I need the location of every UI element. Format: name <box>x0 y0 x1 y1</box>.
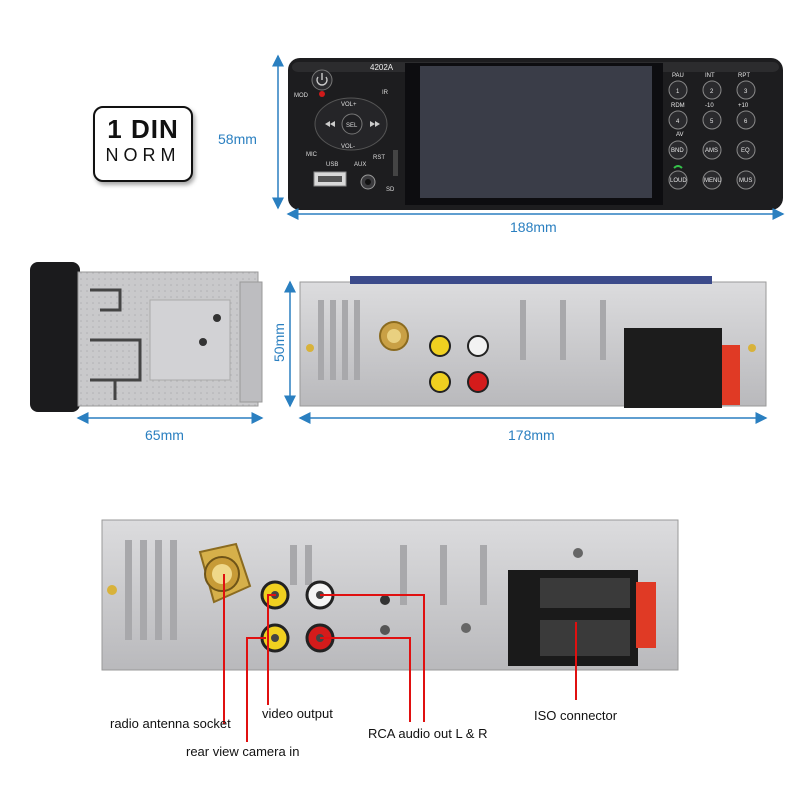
key-bnd-label: BND <box>671 148 684 154</box>
key-6-label: 6 <box>744 119 748 125</box>
iso-connector-small <box>624 328 722 408</box>
fuse-holder <box>636 582 656 648</box>
key-eq-label: EQ <box>741 148 750 154</box>
din-badge-title: 1 DIN <box>107 114 179 144</box>
key-1[interactable] <box>668 80 688 100</box>
key-5-label: 5 <box>710 119 714 125</box>
front-dimensions: 58mm 188mm <box>218 54 785 235</box>
key-3[interactable] <box>736 80 756 100</box>
sel-label: SEL <box>346 123 358 129</box>
din-badge-subtitle: NORM <box>105 145 181 165</box>
callout-line-camera <box>246 637 266 742</box>
sd-label: SD <box>386 187 395 193</box>
key-label-pau: PAU <box>672 73 684 79</box>
callout-iso-connector: ISO connector <box>534 708 618 723</box>
vol-down-label: VOL- <box>341 144 355 150</box>
vol-up-label: VOL+ <box>341 102 357 108</box>
key-3-label: 3 <box>744 89 748 95</box>
key-5[interactable] <box>702 110 722 130</box>
ir-label: IR <box>382 90 389 96</box>
key-4[interactable] <box>668 110 688 130</box>
phone-icon <box>673 165 683 169</box>
power-icon <box>316 76 328 86</box>
key-2[interactable] <box>702 80 722 100</box>
aux-label: AUX <box>354 162 366 168</box>
callout-line-video <box>267 594 276 705</box>
model-label: 4202A <box>370 63 394 72</box>
callout-video-output: video output <box>262 706 333 721</box>
side-dimensions: 65mm <box>76 412 264 443</box>
callout-radio-antenna: radio antenna socket <box>110 716 231 731</box>
key-4-label: 4 <box>676 119 680 125</box>
rca-yellow-small <box>429 335 451 357</box>
callout-line-rca-right <box>320 637 411 722</box>
key-menu-label: MENU <box>704 178 722 184</box>
callout-lines <box>223 574 577 742</box>
key-bnd[interactable] <box>668 140 688 160</box>
front-panel: MOD 4202A IR SEL VOL+ VOL- MIC USB AUX R… <box>288 58 783 210</box>
side-faceplate <box>30 262 80 412</box>
key-label-minus10: -10 <box>705 103 714 109</box>
key-mus-label: MUS <box>739 178 752 184</box>
callout-labels: radio antenna socket video output rear v… <box>110 706 618 759</box>
number-keys: 1 2 3 4 5 6 <box>668 80 756 130</box>
width-rear-label: 178mm <box>508 427 555 443</box>
depth-label: 65mm <box>145 427 184 443</box>
callout-rear-camera: rear view camera in <box>186 744 299 759</box>
width-front-label: 188mm <box>510 219 557 235</box>
key-loud-label: LOUD <box>670 178 687 184</box>
rear-view-small <box>299 276 767 408</box>
key-1-label: 1 <box>676 89 680 95</box>
key-label-rpt: RPT <box>738 73 750 79</box>
rca-yellow-small <box>429 371 451 393</box>
din-badge: 1 DIN NORM <box>93 106 193 182</box>
callout-rca-audio: RCA audio out L & R <box>368 726 487 741</box>
side-bracket <box>90 288 142 400</box>
display-screen <box>420 66 652 198</box>
key-mus[interactable] <box>736 170 756 190</box>
height-rear-label: 50mm <box>271 323 287 362</box>
key-6[interactable] <box>736 110 756 130</box>
side-view <box>30 262 263 412</box>
key-loud[interactable] <box>668 170 688 190</box>
key-ams-label: AMS <box>705 148 718 154</box>
key-eq[interactable] <box>736 140 756 160</box>
callout-line-rca-left <box>320 594 425 722</box>
rca-red-small <box>467 371 489 393</box>
fuse-small <box>722 345 740 405</box>
key-label-av: AV <box>676 132 684 138</box>
chassis-screw <box>461 623 471 633</box>
rear-dimensions: 50mm 178mm <box>271 280 768 443</box>
mod-indicator <box>319 91 325 97</box>
next-icon <box>370 121 380 127</box>
rst-label: RST <box>373 155 385 161</box>
usb-label: USB <box>326 162 338 168</box>
sd-slot[interactable] <box>393 150 398 176</box>
key-label-plus10: +10 <box>738 103 749 109</box>
rca-white-small <box>467 335 489 357</box>
function-keys: BND AMS EQ LOUD MENU MUS <box>668 140 756 190</box>
prev-icon <box>325 121 335 127</box>
key-label-int: INT <box>705 73 715 79</box>
mod-label: MOD <box>294 93 309 99</box>
key-menu[interactable] <box>702 170 722 190</box>
chassis-screw <box>573 548 583 558</box>
mic-label: MIC <box>306 152 318 158</box>
key-2-label: 2 <box>710 89 714 95</box>
key-label-rdm: RDM <box>671 103 685 109</box>
sel-button[interactable] <box>341 113 363 135</box>
side-screw-hole <box>199 338 207 346</box>
side-screw-hole <box>213 314 221 322</box>
key-ams[interactable] <box>702 140 722 160</box>
height-front-label: 58mm <box>218 131 257 147</box>
